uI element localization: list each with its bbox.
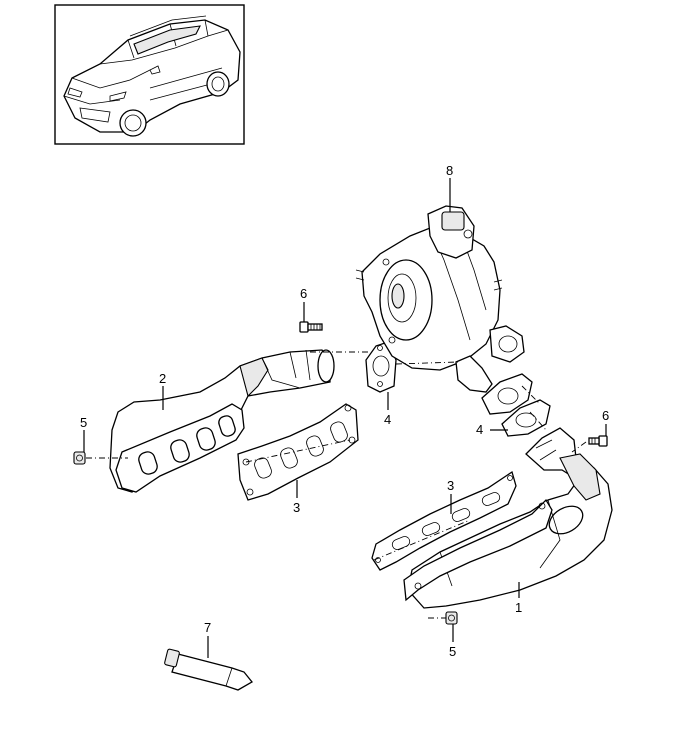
callout-6-upper: 6 (300, 286, 307, 301)
nut-right (445, 611, 458, 625)
callout-4-lower: 4 (476, 422, 483, 437)
assembly-lines (86, 351, 587, 619)
leader-lines (83, 178, 607, 658)
turbo-inlet-flange (481, 373, 533, 415)
nut-left (73, 451, 86, 465)
flange-gasket-lower (501, 399, 551, 437)
exhaust-manifold-right (403, 427, 613, 609)
callout-5-left: 5 (80, 415, 87, 430)
callout-4-upper: 4 (384, 412, 391, 427)
car-illustration-icon (63, 15, 241, 137)
callout-6-right: 6 (602, 408, 609, 423)
vehicle-thumbnail (54, 4, 245, 145)
callout-5-right: 5 (449, 644, 456, 659)
callout-3-right: 3 (447, 478, 454, 493)
callout-1: 1 (515, 600, 522, 615)
manifold-gasket-left (237, 403, 359, 501)
bolt-upper (299, 321, 323, 333)
callout-7: 8 (446, 163, 453, 178)
sealant-tube (164, 648, 253, 691)
callout-8: 7 (204, 620, 211, 635)
manifold-ports (138, 415, 236, 475)
callout-2: 2 (159, 371, 166, 386)
manifold-gasket-right (371, 470, 517, 571)
exhaust-manifold-left (109, 349, 335, 493)
turbocharger (355, 205, 525, 393)
bolt-right (588, 435, 608, 447)
callouts: 8 6 2 5 3 4 4 6 3 1 5 7 (80, 163, 609, 659)
callout-3-left: 3 (293, 500, 300, 515)
